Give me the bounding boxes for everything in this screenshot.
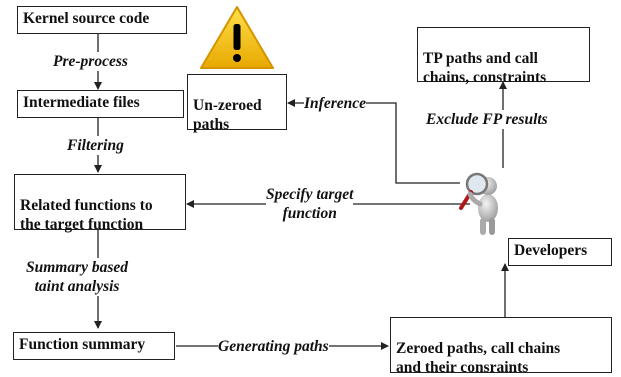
edge-label-filtering: Filtering (67, 136, 124, 155)
node-label: Related functions to the target function (20, 197, 153, 233)
node-label: TP paths and call chains, constraints (423, 50, 547, 86)
edge-label-summary-taint: Summary based taint analysis (26, 258, 129, 296)
edge-label-specify-target: Specify target function (266, 185, 354, 223)
node-zeroed-paths: Zeroed paths, call chains and their cons… (390, 317, 612, 376)
edge-label-pre-process: Pre-process (53, 52, 128, 71)
node-label: Un-zeroed paths (193, 97, 262, 133)
node-label: Zeroed paths, call chains and their cons… (396, 340, 561, 376)
node-label: Kernel source code (23, 10, 150, 27)
node-label: Function summary (19, 336, 146, 353)
node-label: Intermediate files (23, 94, 140, 111)
edge-label-inference: Inference (304, 94, 366, 113)
developer-magnifier-icon (459, 172, 498, 235)
node-label: Developers (514, 242, 588, 259)
node-intermediate-files: Intermediate files (17, 90, 184, 118)
edge-label-generating-paths: Generating paths (218, 337, 329, 356)
edge-label-exclude-fp: Exclude FP results (426, 110, 548, 129)
warning-triangle-icon (200, 6, 274, 69)
node-function-summary: Function summary (13, 332, 175, 360)
node-related-functions: Related functions to the target function (14, 174, 186, 233)
node-kernel-source-code: Kernel source code (17, 6, 187, 34)
node-developers: Developers (508, 238, 612, 266)
node-tp-paths: TP paths and call chains, constraints (417, 27, 590, 86)
node-unzeroed-paths: Un-zeroed paths (187, 74, 287, 133)
